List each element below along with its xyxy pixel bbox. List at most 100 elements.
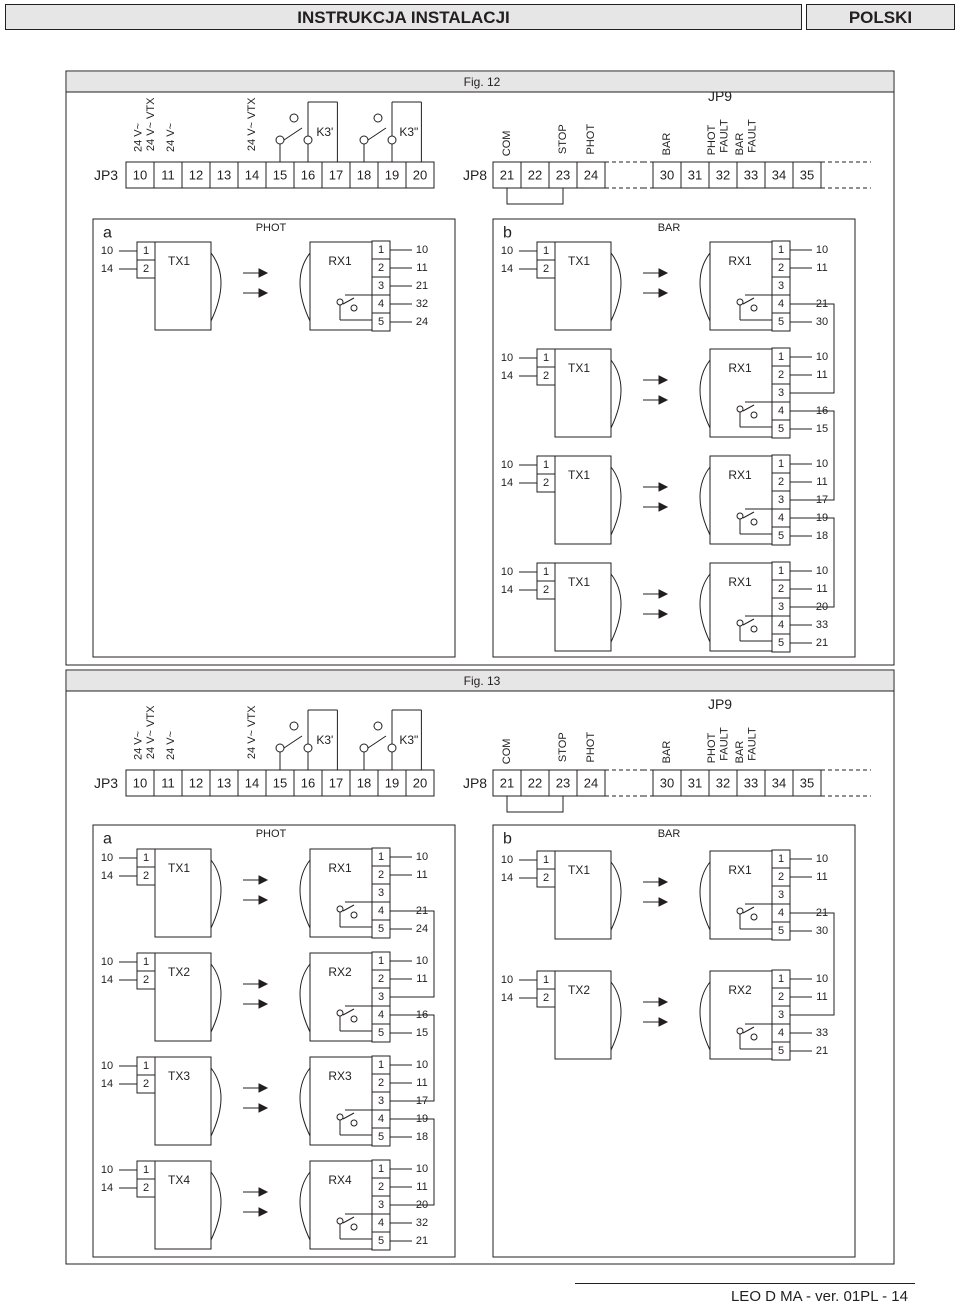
- jp9-terminal-number: 31: [688, 168, 702, 183]
- jp8-terminal-number: 22: [528, 168, 542, 183]
- relay-contact: [289, 721, 299, 731]
- tx-name: TX1: [568, 254, 590, 268]
- rx-wire-label: 21: [416, 905, 428, 917]
- rx-pin-number: 2: [778, 369, 784, 381]
- rx-wire-label: 21: [816, 907, 828, 919]
- tx-pin-number: 1: [543, 974, 549, 986]
- rx-lens: [299, 963, 311, 1033]
- rx-wire-label: 21: [416, 1235, 428, 1247]
- relay-contact: [303, 743, 313, 753]
- rx-pin-number: 5: [378, 1131, 384, 1143]
- relay-contact: [373, 113, 383, 123]
- rx-wire-label: 21: [816, 1045, 828, 1057]
- jp9-header: PHOT: [706, 732, 718, 763]
- rx-wire-label: 24: [416, 923, 428, 935]
- jp9-header: FAULT: [718, 119, 730, 153]
- tx-wire-label: 10: [101, 852, 113, 864]
- rx-wire-label: 17: [816, 494, 828, 506]
- jp9-terminal-number: 30: [660, 168, 674, 183]
- jp3-header: 24 V~: [133, 123, 145, 152]
- jp9-header: FAULT: [746, 727, 758, 761]
- tx-lens: [610, 466, 622, 536]
- jp3-terminal-number: 11: [161, 168, 175, 183]
- rx-name: RX1: [328, 861, 352, 875]
- rx-contact: [750, 1033, 758, 1041]
- rx-pin-number: 2: [378, 1077, 384, 1089]
- tx-body: [154, 1160, 212, 1250]
- jp9-header: PHOT: [706, 124, 718, 155]
- tx-pin-number: 2: [143, 263, 149, 275]
- tx-wire-label: 10: [501, 459, 513, 471]
- rx-contact: [736, 298, 744, 306]
- rx-pin-number: 3: [378, 1199, 384, 1211]
- rx-name: RX2: [728, 983, 752, 997]
- relay-contact: [303, 135, 313, 145]
- rx-wire-label: 11: [416, 973, 427, 985]
- jp9-terminal-number: 34: [772, 168, 786, 183]
- rx-pin-number: 4: [778, 907, 784, 919]
- tx-wire-label: 14: [501, 872, 513, 884]
- rx-pin-number: 2: [778, 871, 784, 883]
- jp8-terminal-number: 24: [584, 168, 598, 183]
- jp9-terminal-number: 30: [660, 776, 674, 791]
- rx-pin-number: 5: [778, 530, 784, 542]
- relay-blade: [283, 127, 303, 141]
- jp3-header: 24 V~: [133, 731, 145, 760]
- jp8-header: COM: [501, 131, 513, 157]
- jp3-terminal-number: 16: [301, 776, 315, 791]
- tx-lens: [610, 861, 622, 931]
- jp3-terminal-number: 18: [357, 168, 371, 183]
- beam-arrowhead: [258, 875, 269, 885]
- rx-contact: [350, 304, 358, 312]
- rx-contact: [336, 1113, 344, 1121]
- rx-pin-number: 2: [778, 991, 784, 1003]
- rx-wire-label: 16: [416, 1009, 428, 1021]
- rx-pin-number: 5: [778, 925, 784, 937]
- rx-wire-label: 15: [416, 1027, 428, 1039]
- tx-pin-number: 1: [143, 1164, 149, 1176]
- rx-contact: [736, 405, 744, 413]
- rx-wire-label: 19: [416, 1113, 428, 1125]
- rx-contact: [336, 905, 344, 913]
- rx-pin-number: 5: [778, 1045, 784, 1057]
- panel-letter: a: [103, 225, 112, 242]
- rx-contact: [736, 1027, 744, 1035]
- rx-contact: [750, 518, 758, 526]
- tx-body: [554, 455, 612, 545]
- jp8-terminal-number: 22: [528, 776, 542, 791]
- tx-wire-label: 14: [101, 1182, 113, 1194]
- tx-body: [554, 850, 612, 940]
- rx-wire-label: 15: [816, 423, 828, 435]
- rx-contact-blade: [342, 297, 355, 305]
- tx-name: TX1: [568, 361, 590, 375]
- rx-pin-number: 1: [778, 458, 784, 470]
- rx-contact: [750, 625, 758, 633]
- tx-lens: [210, 963, 222, 1033]
- tx-pin-number: 1: [143, 852, 149, 864]
- rx-pin-number: 5: [378, 923, 384, 935]
- jp3-label: JP3: [94, 167, 118, 183]
- tx-lens: [210, 1171, 222, 1241]
- daisy-chain-wire: [390, 910, 435, 998]
- rx-pin-number: 1: [378, 851, 384, 863]
- tx-wire-label: 10: [101, 245, 113, 257]
- com-stop-bridge: [506, 188, 564, 205]
- tx-lens: [210, 252, 222, 322]
- jp8-terminal: [576, 769, 606, 797]
- rx-pin-number: 2: [778, 476, 784, 488]
- tx-pin-number: 1: [543, 566, 549, 578]
- rx-contact-blade: [342, 1216, 355, 1224]
- figure-frame: [65, 669, 895, 1265]
- jp3-header: 24 V~ VTX: [246, 97, 258, 151]
- jp9-terminal-number: 35: [800, 168, 814, 183]
- rx-pin-number: 5: [378, 316, 384, 328]
- rx-wire-label: 11: [416, 262, 427, 274]
- rx-pin-number: 1: [378, 1059, 384, 1071]
- tx-wire-label: 14: [101, 263, 113, 275]
- rx-pin-number: 1: [378, 955, 384, 967]
- rx-pin-number: 1: [378, 1163, 384, 1175]
- jp9-label: JP9: [708, 696, 732, 712]
